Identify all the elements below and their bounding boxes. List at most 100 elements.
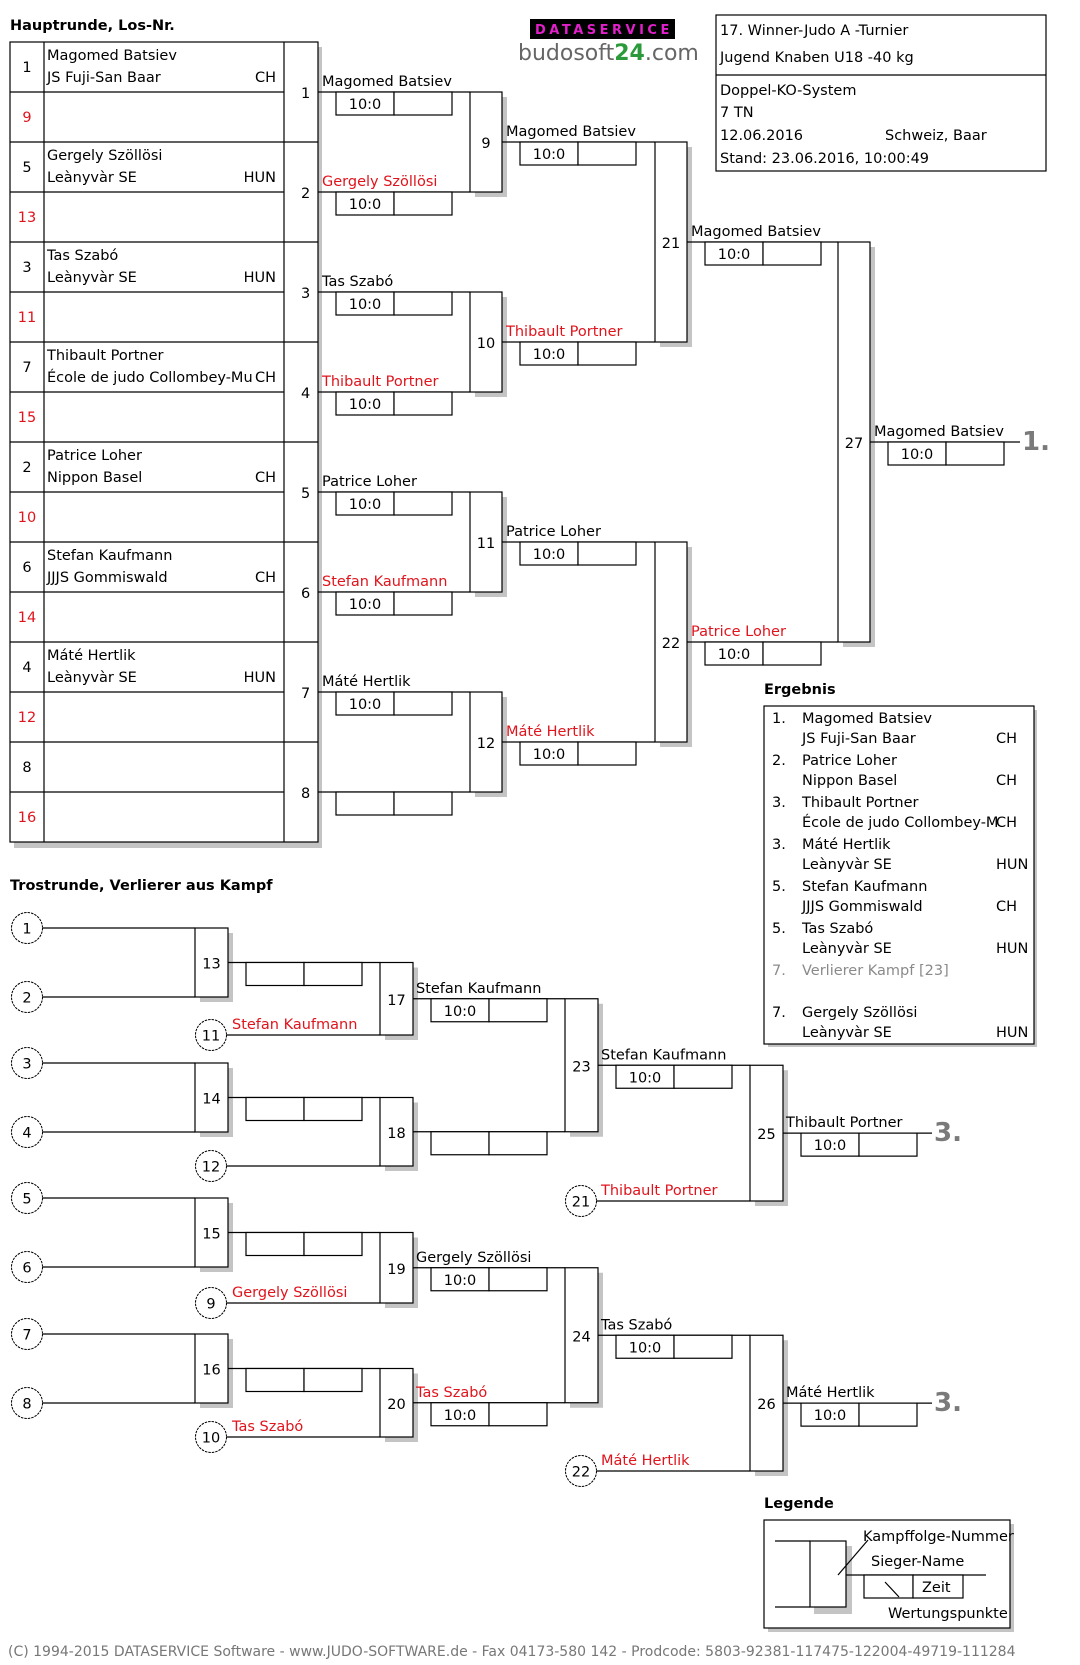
system-type: Doppel-KO-System bbox=[720, 83, 856, 99]
result-rank: 5. bbox=[772, 879, 786, 895]
legend-frame bbox=[763, 1519, 1011, 1629]
fight-box-number: 10 bbox=[477, 336, 495, 352]
fight-10-score: 10:0 bbox=[533, 347, 566, 363]
bronze-winner-name: Máté Hertlik bbox=[786, 1385, 875, 1401]
fight-2-time-cell bbox=[393, 191, 453, 216]
result-nation: CH bbox=[996, 899, 1017, 915]
logo: DATASERVICE budosoft24.com bbox=[518, 19, 699, 66]
result-name: Verlierer Kampf [23] bbox=[802, 963, 949, 979]
fight-box bbox=[469, 291, 503, 393]
rep-winner-name: Tas Szabó bbox=[415, 1385, 487, 1401]
legend-time: Zeit bbox=[922, 1580, 951, 1596]
fight-12-time-cell bbox=[577, 741, 637, 766]
loser-source-circle bbox=[11, 1047, 43, 1079]
fight-1-time-cell bbox=[393, 91, 453, 116]
rep-fight-26-time-cell bbox=[858, 1402, 918, 1427]
draw-lot-number: 12 bbox=[18, 710, 36, 726]
result-nation: CH bbox=[996, 731, 1017, 747]
status-timestamp: Stand: 23.06.2016, 10:00:49 bbox=[720, 151, 929, 167]
draw-athlete-name: Thibault Portner bbox=[46, 348, 164, 364]
result-row: 7.Verlierer Kampf [23] bbox=[772, 963, 949, 979]
rep-fight-box-number: 16 bbox=[202, 1363, 220, 1379]
fight-6-score: 10:0 bbox=[349, 597, 382, 613]
fight-6-time-cell bbox=[393, 591, 453, 616]
rep-fight-box bbox=[379, 1367, 414, 1438]
draw-athlete-name: Máté Hertlik bbox=[47, 648, 136, 664]
loser-source-number: 6 bbox=[22, 1261, 31, 1277]
fight-box-number: 11 bbox=[477, 536, 495, 552]
result-name: Patrice Loher bbox=[802, 753, 897, 769]
draw-athlete-nation: HUN bbox=[244, 670, 276, 686]
legend-pointer-points bbox=[884, 1581, 900, 1598]
loser-source-circle bbox=[11, 1182, 43, 1214]
bronze-fight-box-number: 26 bbox=[757, 1397, 775, 1413]
footer-copyright: (C) 1994-2015 DATASERVICE Software - www… bbox=[8, 1644, 1016, 1660]
place-label: 3. bbox=[934, 1118, 962, 1148]
result-club: Leànyvàr SE bbox=[802, 941, 892, 957]
fight-number: 7 bbox=[301, 686, 310, 702]
rep-fight-box bbox=[564, 1267, 599, 1404]
draw-row: 12 bbox=[10, 691, 284, 726]
fight-number: 8 bbox=[301, 786, 310, 802]
rep-fight-box bbox=[194, 1062, 229, 1133]
result-name: Thibault Portner bbox=[801, 795, 919, 811]
fight-number: 4 bbox=[301, 386, 310, 402]
draw-lot-number: 5 bbox=[22, 160, 31, 176]
event-location: Schweiz, Baar bbox=[885, 128, 987, 144]
fight-27-score: 10:0 bbox=[901, 447, 934, 463]
result-nation: HUN bbox=[996, 1025, 1028, 1041]
rep-fight-19-time-cell bbox=[488, 1267, 548, 1292]
draw-row: 15 bbox=[10, 391, 284, 426]
legend-points: Wertungspunkte bbox=[888, 1606, 1008, 1622]
fight-box bbox=[654, 541, 688, 743]
fight-winner-name: Stefan Kaufmann bbox=[322, 574, 447, 590]
fight-box-final-number: 27 bbox=[845, 436, 863, 452]
fight-winner-name: Máté Hertlik bbox=[322, 674, 411, 690]
draw-lot-number: 7 bbox=[22, 360, 31, 376]
repechage-heading: Trostrunde, Verlierer aus Kampf bbox=[10, 878, 273, 894]
loser-source-circle bbox=[195, 1287, 227, 1319]
draw-lot-number: 16 bbox=[18, 810, 36, 826]
fight-9-time-cell bbox=[577, 141, 637, 166]
legend-heading: Legende bbox=[764, 1496, 834, 1512]
rep-fight-box-number: 19 bbox=[387, 1262, 405, 1278]
fight-winner-name: Patrice Loher bbox=[691, 624, 786, 640]
rep-fight-20-score: 10:0 bbox=[444, 1408, 477, 1424]
rep-winner-name: Stefan Kaufmann bbox=[416, 981, 541, 997]
draw-athlete-name: Tas Szabó bbox=[46, 248, 118, 264]
rep-fight-box-number: 13 bbox=[202, 957, 220, 973]
draw-athlete-nation: CH bbox=[255, 570, 276, 586]
bronze-fight-box-number: 25 bbox=[757, 1127, 775, 1143]
loser-source-number: 1 bbox=[22, 922, 31, 938]
draw-athlete-club: Leànyvàr SE bbox=[47, 170, 137, 186]
fight-number: 1 bbox=[301, 86, 310, 102]
rep-winner-name: Stefan Kaufmann bbox=[601, 1047, 726, 1063]
tournament-name: 17. Winner-Judo A -Turnier bbox=[720, 23, 908, 39]
rep-fight-box-number: 18 bbox=[387, 1126, 405, 1142]
fight-box bbox=[469, 491, 503, 593]
draw-lot-number: 2 bbox=[22, 460, 31, 476]
weight-category: Jugend Knaben U18 -40 kg bbox=[719, 50, 914, 66]
fight-box-final bbox=[837, 241, 871, 643]
draw-row: 16 bbox=[10, 791, 284, 826]
rep-fight-24-time-cell bbox=[673, 1334, 733, 1359]
rep-fight-box bbox=[379, 961, 414, 1036]
rep-fight-14-points-cell bbox=[245, 1096, 305, 1122]
rep-fight-23-time-cell bbox=[673, 1064, 733, 1089]
legend-time-box bbox=[912, 1574, 964, 1599]
draw-athlete-name: Patrice Loher bbox=[47, 448, 142, 464]
fight-12-score: 10:0 bbox=[533, 747, 566, 763]
rep-fight-box-number: 17 bbox=[387, 993, 405, 1009]
draw-row: 13 bbox=[10, 191, 284, 226]
